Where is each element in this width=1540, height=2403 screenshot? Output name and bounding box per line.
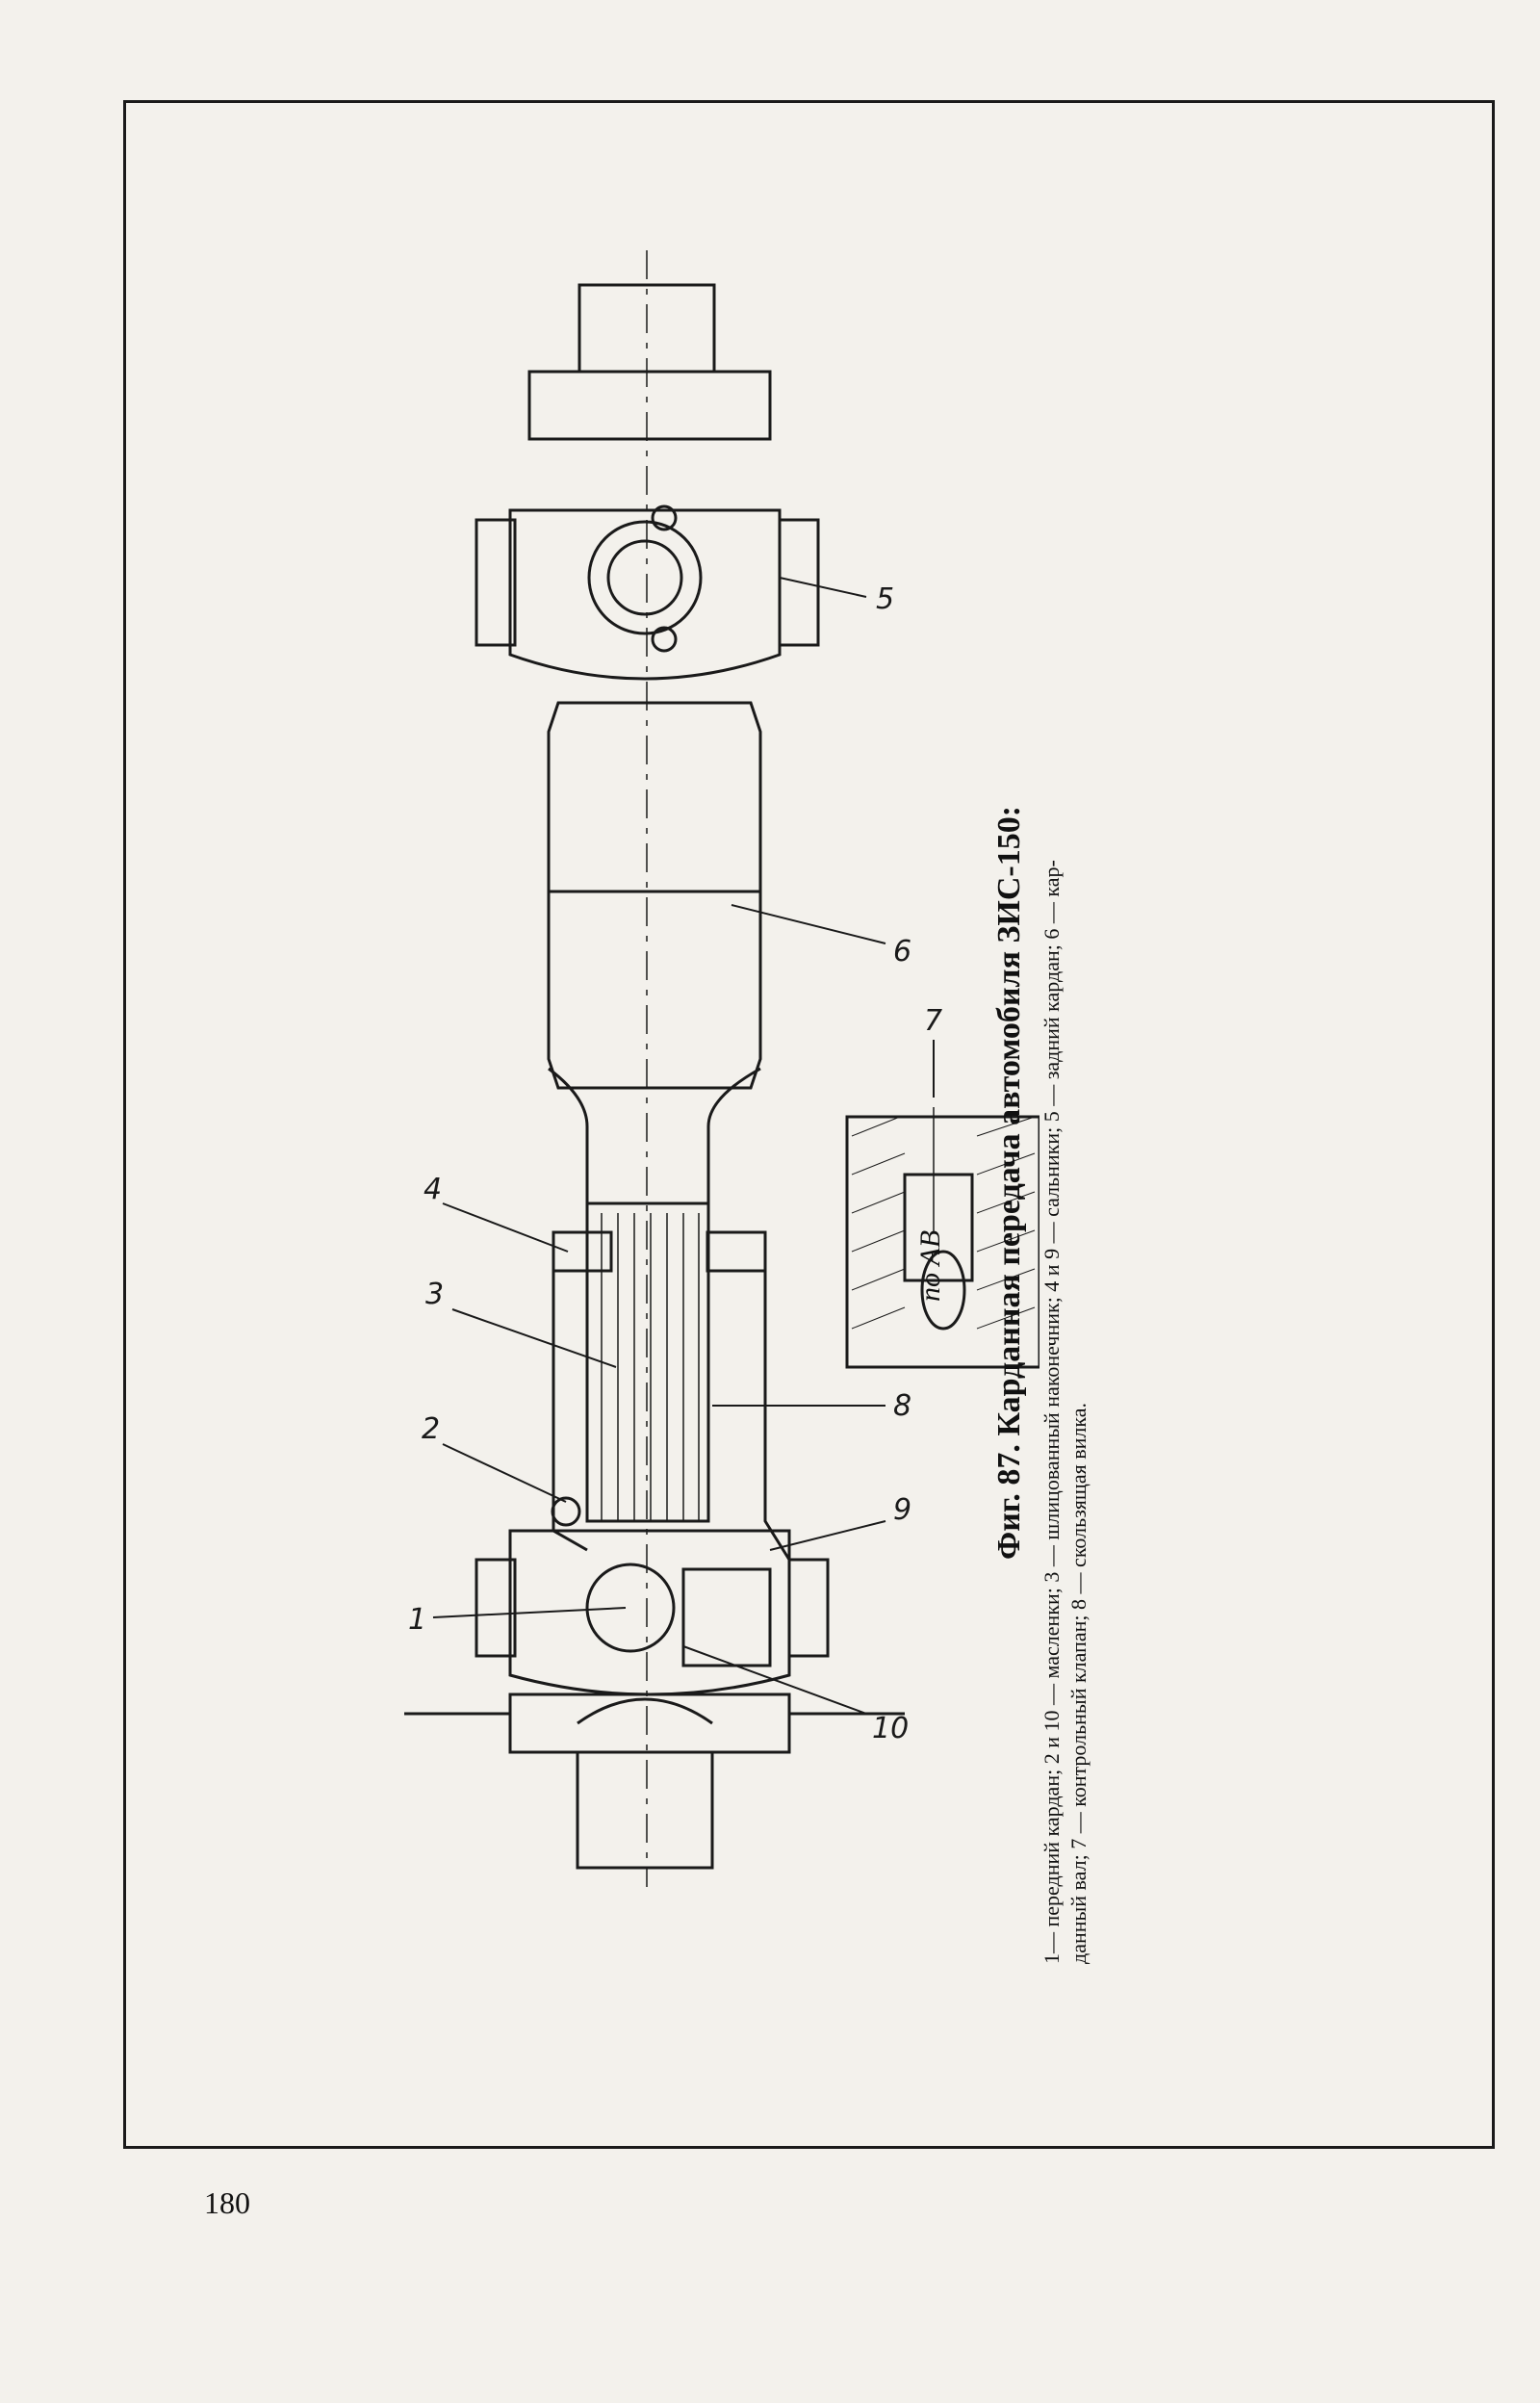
callout-8: 8 <box>893 1389 911 1423</box>
callout-9: 9 <box>893 1493 911 1527</box>
callout-1: 1 <box>408 1603 426 1637</box>
callout-2: 2 <box>422 1412 440 1446</box>
figure-legend-line-1: 1— передний кардан; 2 и 10 — масленки; 3… <box>1040 860 1064 1964</box>
callout-3: 3 <box>425 1278 444 1311</box>
callout-10: 10 <box>872 1712 909 1745</box>
page-frame <box>123 100 1495 2149</box>
figure-legend-line-2: данный вал; 7 — контрольный клапан; 8 — … <box>1066 1403 1091 1964</box>
cardan-shaft-drawing: 5 6 7 4 3 2 8 9 1 10 <box>404 250 1040 1887</box>
figure-title: Фиг. 87. Карданная передача автомобиля З… <box>991 805 1027 1560</box>
callout-4: 4 <box>424 1173 442 1206</box>
page-number: 180 <box>204 2185 250 2220</box>
callout-5: 5 <box>876 582 894 616</box>
callout-7: 7 <box>924 1004 942 1038</box>
section-label: по АВ <box>914 1229 946 1302</box>
callout-6: 6 <box>893 935 911 969</box>
